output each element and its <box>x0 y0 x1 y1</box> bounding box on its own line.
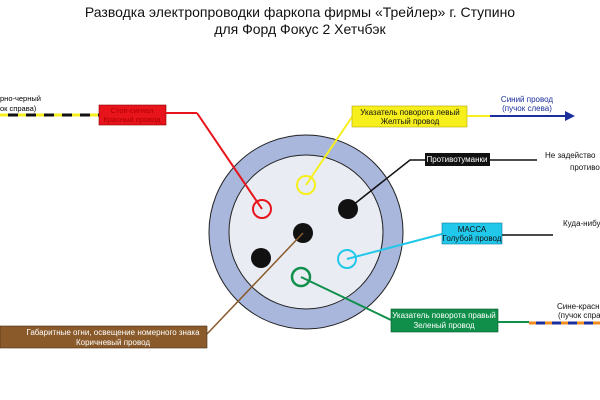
yellow-wire-line <box>305 116 353 186</box>
blue-wire-label-bottom: (пучок слева) <box>502 104 552 113</box>
black-wire-line <box>347 159 425 210</box>
right-wire-label-bottom: (пучок спра <box>558 311 600 320</box>
red-label-text-1: Стоп-сигнал <box>111 106 154 115</box>
green-label-box <box>390 308 499 333</box>
unused-label-top: Не задейство <box>545 151 596 160</box>
anywhere-label: Куда-нибу <box>563 219 600 228</box>
diagram-title-line-1: Разводка электропроводки фаркопа фирмы «… <box>84 4 516 20</box>
brown-label-text-1: Габаритные огни, освещение номерного зна… <box>26 328 200 337</box>
green-label-text-1: Указатель поворота правый <box>392 311 496 320</box>
green-wire-line <box>300 276 392 321</box>
brown-label-box <box>0 325 208 349</box>
red-label-text-2: Красный провод <box>104 115 162 124</box>
cyan-wire-line <box>346 233 443 260</box>
green-label-text-2: Зеленый провод <box>413 321 475 330</box>
yellow-label-text-1: Указатель поворота левый <box>360 108 459 117</box>
yellow-label-text-2: Желтый провод <box>381 117 440 126</box>
mass-label-box <box>441 222 503 245</box>
pin-reverse-black <box>251 248 271 268</box>
fog-label-text: Противотуманки <box>426 155 487 164</box>
pin-stop-red <box>252 199 272 219</box>
pin-left-turn-yellow <box>296 175 316 195</box>
left-wire-label-top: рно-черный <box>0 94 41 103</box>
pin-mass-cyan <box>337 249 357 269</box>
brown-label-text-2: Коричневый провод <box>76 338 150 347</box>
red-label-box <box>98 104 167 126</box>
right-wire-label-top: Сине-красн <box>557 302 600 311</box>
pin-right-turn-green <box>290 266 312 288</box>
red-wire-line <box>196 112 263 210</box>
mass-label-text-1: МАССА <box>458 225 487 234</box>
fog-label-box <box>425 153 490 166</box>
blue-wire-label-top: Синий провод <box>501 95 553 104</box>
diagram-title-line-2: для Форд Фокус 2 Хетчбэк <box>214 21 386 37</box>
mass-label-text-2: Голубой провод <box>443 234 502 243</box>
blue-wire-arrowhead <box>565 111 575 121</box>
brown-wire-line <box>206 232 304 335</box>
left-wire-label-bottom: ок справа) <box>0 104 37 113</box>
unused-label-bottom: противо <box>570 163 600 172</box>
